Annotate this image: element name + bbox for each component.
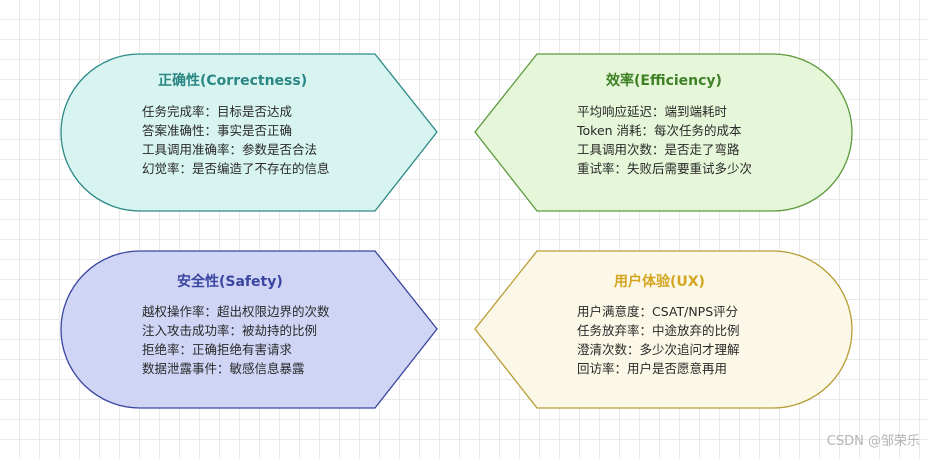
correctness-title: 正确性(Correctness)	[158, 73, 308, 89]
metric-item: 答案准确性：事实是否正确	[142, 123, 293, 138]
metric-item: 注入攻击成功率：被劫持的比例	[142, 323, 318, 338]
metric-item: 数据泄露事件：敏感信息暴露	[142, 361, 305, 376]
metric-item: 回访率：用户是否愿意再用	[577, 361, 728, 376]
metric-item: 越权操作率：超出权限边界的次数	[142, 304, 330, 319]
correctness-shape	[60, 53, 438, 212]
efficiency-shape	[474, 53, 853, 212]
watermark: CSDN @邹荣乐	[826, 434, 920, 449]
metric-item: 拒绝率：正确拒绝有害请求	[142, 342, 293, 357]
metric-item: 澄清次数：多少次追问才理解	[577, 342, 740, 357]
metric-item: 工具调用次数：是否走了弯路	[577, 142, 740, 157]
ux-metrics-list: 用户满意度：CSAT/NPS评分 任务放弃率：中途放弃的比例 澄清次数：多少次追…	[577, 302, 740, 378]
metric-item: Token 消耗：每次任务的成本	[577, 123, 742, 138]
metric-item: 任务完成率：目标是否达成	[142, 104, 293, 119]
ux-shape	[474, 250, 853, 409]
ux-title: 用户体验(UX)	[614, 274, 705, 290]
metric-item: 幻觉率：是否编造了不存在的信息	[142, 161, 330, 176]
efficiency-metrics-list: 平均响应延迟：端到端耗时 Token 消耗：每次任务的成本 工具调用次数：是否走…	[577, 102, 752, 178]
metric-item: 用户满意度：CSAT/NPS评分	[577, 304, 739, 319]
safety-title: 安全性(Safety)	[177, 274, 283, 290]
correctness-metrics-list: 任务完成率：目标是否达成 答案准确性：事实是否正确 工具调用准确率：参数是否合法…	[142, 102, 330, 178]
safety-metrics-list: 越权操作率：超出权限边界的次数 注入攻击成功率：被劫持的比例 拒绝率：正确拒绝有…	[142, 302, 330, 378]
metric-item: 重试率：失败后需要重试多少次	[577, 161, 753, 176]
safety-shape	[60, 250, 438, 409]
metric-item: 工具调用准确率：参数是否合法	[142, 142, 318, 157]
metric-item: 任务放弃率：中途放弃的比例	[577, 323, 740, 338]
metric-item: 平均响应延迟：端到端耗时	[577, 104, 728, 119]
efficiency-title: 效率(Efficiency)	[606, 73, 722, 89]
